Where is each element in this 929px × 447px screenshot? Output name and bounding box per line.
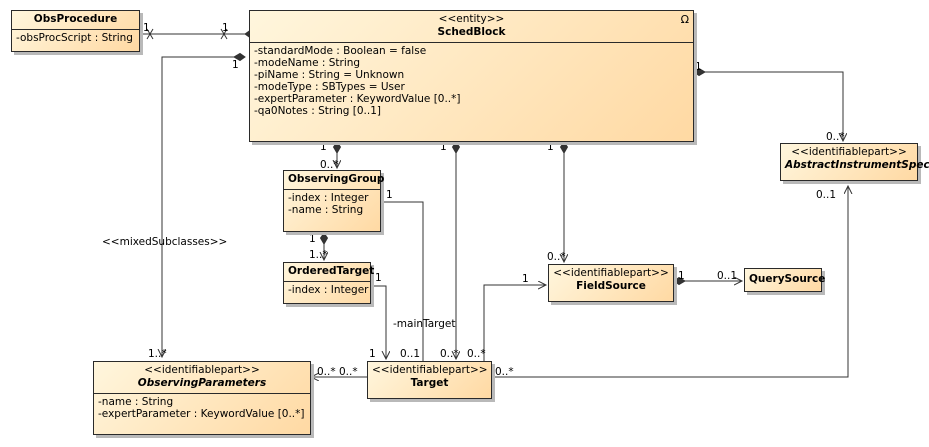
label-sb-ais: 1 xyxy=(695,61,702,73)
x-mark-left xyxy=(146,28,154,40)
class-name: SchedBlock xyxy=(437,26,506,38)
label-fs-qs-2: 0..1 xyxy=(717,270,737,282)
label-fs-target: 1 xyxy=(522,273,529,285)
attribute-list: -obsProcScript : String xyxy=(12,30,139,46)
label-og-ot-1: 1 xyxy=(309,233,316,245)
class-header: QuerySource xyxy=(745,269,826,289)
attribute: -index : Integer xyxy=(288,284,369,296)
label-target-1: 1 xyxy=(369,348,376,360)
label-op-sb-a: 1 xyxy=(143,22,150,34)
class-name: QuerySource xyxy=(749,273,826,285)
attribute: -piName : String = Unknown xyxy=(254,69,405,81)
label-ais-sb: 0..* xyxy=(826,131,845,143)
class-name: OrderedTarget xyxy=(288,265,375,277)
class-stereotype: <<identifiablepart>> xyxy=(791,146,907,158)
class-header: ObsProcedure xyxy=(12,11,139,30)
x-mark-right xyxy=(220,28,228,40)
edge-target-abstractinstrumentspec xyxy=(492,186,848,378)
class-orderedtarget[interactable]: OrderedTarget -index : Integer xyxy=(283,262,375,304)
label-fs-sb: 0..* xyxy=(547,251,566,263)
label-ais-target: 0..1 xyxy=(816,189,836,201)
class-header: <<identifiablepart>> Target xyxy=(368,362,491,393)
edge-target-fieldsource xyxy=(483,285,546,361)
attribute-list: -standardMode : Boolean = false -modeNam… xyxy=(250,43,693,119)
attribute: -modeType : SBTypes = User xyxy=(254,81,405,93)
class-name: Target xyxy=(410,377,449,389)
class-name: AbstractInstrumentSpec xyxy=(785,159,929,171)
class-obsprocedure[interactable]: ObsProcedure -obsProcScript : String xyxy=(11,10,140,52)
attribute: -index : Integer xyxy=(288,192,369,204)
class-stereotype: <<identifiablepart>> xyxy=(553,267,669,279)
edge-schedblock-abstractinstrumentspec xyxy=(694,72,843,141)
class-name: FieldSource xyxy=(576,280,646,292)
class-header: <<entity>> SchedBlock xyxy=(250,11,693,43)
label-mixed-subclasses: <<mixedSubclasses>> xyxy=(102,236,227,248)
label-og-sb: 0..* xyxy=(320,159,339,171)
attribute: -name : String xyxy=(288,204,364,216)
attribute: -expertParameter : KeywordValue [0..*] xyxy=(98,408,305,420)
attribute-list: -index : Integer -name : String xyxy=(284,190,380,218)
label-sb-obsparams: 1 xyxy=(232,59,239,71)
label-target-0b: 0..* xyxy=(467,348,486,360)
label-target-ais: 0..* xyxy=(495,366,514,378)
class-name: ObservingParameters xyxy=(137,377,267,389)
attribute: -name : String xyxy=(98,396,174,408)
class-header: <<identifiablepart>> AbstractInstrumentS… xyxy=(781,144,929,175)
class-name: ObservingGroup xyxy=(288,173,385,185)
class-header: ObservingGroup xyxy=(284,171,385,190)
attribute: -obsProcScript : String xyxy=(16,32,133,44)
class-abstractinstrumentspec[interactable]: <<identifiablepart>> AbstractInstrumentS… xyxy=(780,143,929,181)
class-stereotype: <<identifiablepart>> xyxy=(144,364,260,376)
label-og-target: 1 xyxy=(386,189,393,201)
edge-observinggroup-target xyxy=(381,201,424,362)
attribute: -standardMode : Boolean = false xyxy=(254,45,427,57)
label-target-op-2: 0..* xyxy=(339,366,358,378)
label-op-sb-b: 1 xyxy=(222,22,229,34)
label-target-op-1: 0..* xyxy=(317,366,336,378)
omega-icon: Ω xyxy=(680,13,689,26)
attribute-list: -index : Integer xyxy=(284,282,370,298)
label-target-01: 0..1 xyxy=(400,348,420,360)
edge-orderedtarget-target xyxy=(371,285,386,359)
label-og-ot-2: 1..* xyxy=(309,249,328,261)
edge-schedblock-observingparameters xyxy=(162,57,245,357)
class-header: OrderedTarget xyxy=(284,263,375,282)
label-obsparams-mult: 1..* xyxy=(148,348,167,360)
attribute: -modeName : String xyxy=(254,57,361,69)
class-header: <<identifiablepart>> ObservingParameters xyxy=(94,362,310,394)
label-target-0a: 0..* xyxy=(440,348,459,360)
class-schedblock[interactable]: Ω <<entity>> SchedBlock -standardMode : … xyxy=(249,10,694,142)
label-main-target: -mainTarget xyxy=(393,318,456,330)
class-observinggroup[interactable]: ObservingGroup -index : Integer -name : … xyxy=(283,170,385,232)
class-header: <<identifiablepart>> FieldSource xyxy=(549,265,673,296)
class-stereotype: <<identifiablepart>> xyxy=(372,364,488,376)
label-fs-qs-1: 1 xyxy=(678,270,685,282)
attribute: -expertParameter : KeywordValue [0..*] xyxy=(254,93,461,105)
class-observingparameters[interactable]: <<identifiablepart>> ObservingParameters… xyxy=(93,361,311,435)
class-target[interactable]: <<identifiablepart>> Target xyxy=(367,361,492,399)
class-fieldsource[interactable]: <<identifiablepart>> FieldSource xyxy=(548,264,674,302)
label-sb-og: 1 xyxy=(320,141,327,153)
attribute-list: -name : String -expertParameter : Keywor… xyxy=(94,394,310,422)
label-sb-fs: 1 xyxy=(547,141,554,153)
label-sb-target: 1 xyxy=(440,141,447,153)
label-ot-target: 1 xyxy=(375,272,382,284)
class-querysource[interactable]: QuerySource xyxy=(744,268,826,292)
attribute: -qa0Notes : String [0..1] xyxy=(254,105,382,117)
class-name: ObsProcedure xyxy=(33,13,118,25)
class-stereotype: <<entity>> xyxy=(438,13,505,25)
